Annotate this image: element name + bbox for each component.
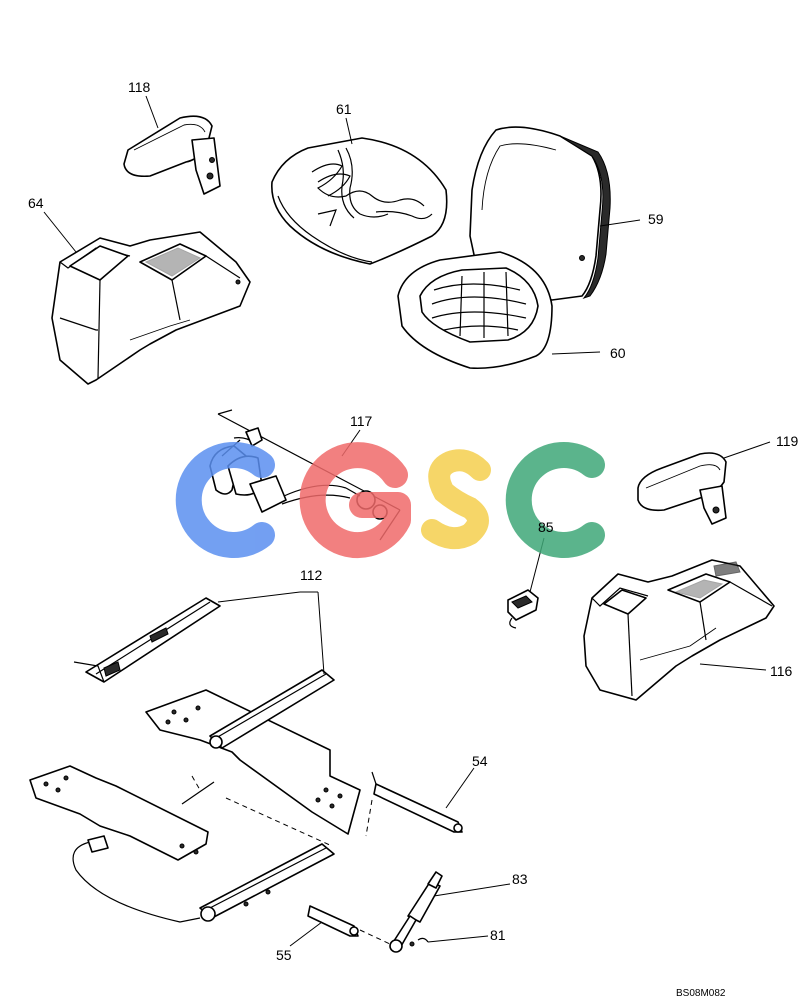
callout-83: 83	[512, 871, 528, 887]
part-83-gas-spring	[359, 871, 443, 953]
callout-116: 116	[770, 663, 793, 679]
callout-85: 85	[538, 519, 554, 535]
callout-labels: 118 61 64 59 60 117 119 85 112 116 54 83…	[28, 79, 799, 963]
callout-81: 81	[490, 927, 506, 943]
callout-55: 55	[276, 947, 292, 963]
callout-60: 60	[610, 345, 626, 361]
part-61-seat-cushion	[271, 137, 448, 265]
part-60-seat-cushion-lower	[397, 251, 553, 370]
callout-112: 112	[300, 567, 323, 583]
part-116-right-console	[583, 559, 775, 701]
part-55-pin	[307, 905, 359, 937]
callout-61: 61	[336, 101, 352, 117]
callout-59: 59	[648, 211, 664, 227]
part-81-clip	[409, 937, 429, 947]
watermark-logo	[175, 442, 605, 559]
callout-54: 54	[472, 753, 488, 769]
part-85-switch	[507, 589, 539, 629]
part-54-rod	[371, 771, 463, 833]
drawing-code: BS08M082	[676, 988, 726, 999]
watermark-letter-s	[421, 449, 491, 550]
callout-118: 118	[128, 79, 151, 95]
part-118-armrest	[123, 115, 221, 195]
watermark-letter-g	[299, 442, 411, 559]
callout-117: 117	[350, 413, 373, 429]
callout-119: 119	[776, 433, 799, 449]
part-119-armrest	[637, 452, 727, 525]
watermark-letter-c1	[175, 442, 275, 558]
callout-64: 64	[28, 195, 44, 211]
watermark-letter-c2	[505, 442, 605, 558]
part-64-left-console	[51, 231, 251, 385]
part-112-seat-slide-rails	[29, 597, 373, 923]
